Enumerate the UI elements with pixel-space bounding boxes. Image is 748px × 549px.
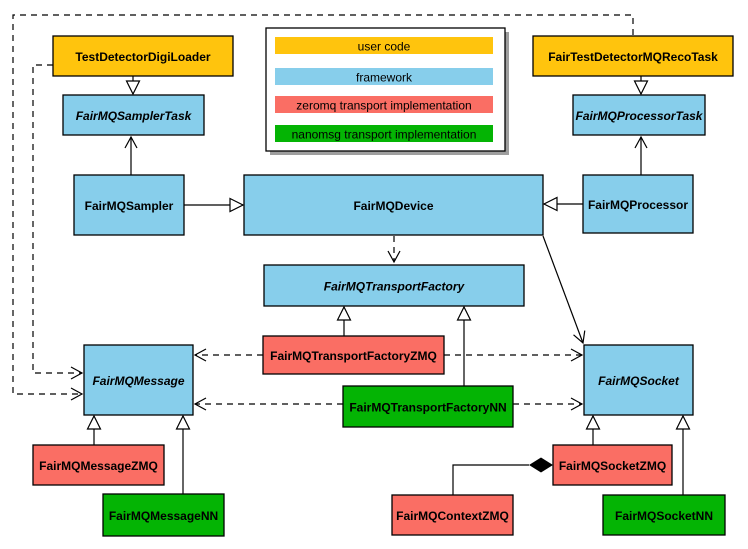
fairmqsamplertask-box — [62, 94, 205, 136]
fairmqsamplertask-label: FairMQSamplerTask — [76, 109, 193, 123]
fairmqprocessor-box — [582, 174, 694, 234]
fairmqdevice-label: FairMQDevice — [353, 199, 433, 213]
edge-composition-contextzmq-socketzmq — [452, 464, 529, 495]
fairmqtransportfactoryzmq-box — [262, 335, 445, 375]
fairmqmessage-label: FairMQMessage — [92, 374, 184, 388]
fairmqcontextzmq-label: FairMQContextZMQ — [396, 509, 509, 523]
composition-diamond-icon — [529, 457, 553, 473]
fairmqtransportfactorynn-label: FairMQTransportFactoryNN — [349, 401, 506, 415]
node-fairmqsampler: FairMQSampler — [73, 174, 185, 236]
node-fairtestdetectormqrecotask: FairTestDetectorMQRecoTask — [532, 35, 734, 77]
fairmqmessagezmq-label: FairMQMessageZMQ — [39, 459, 158, 473]
testdetectordigiloader-label: TestDetectorDigiLoader — [75, 50, 210, 64]
edges — [12, 14, 691, 495]
node-fairmqsocketnn: FairMQSocketNN — [602, 494, 726, 536]
legend-label-zeromq: zeromq transport implementation — [296, 99, 471, 113]
fairmqtransportfactory-box — [263, 264, 525, 307]
fairmqsampler-label: FairMQSampler — [85, 199, 174, 213]
legend: user code framework zeromq transport imp… — [265, 27, 509, 155]
legend-swatch-nanomsg — [275, 125, 493, 142]
fairmqmessagezmq-box — [32, 444, 165, 486]
nodes: TestDetectorDigiLoader FairTestDetectorM… — [32, 35, 734, 537]
node-fairmqtransportfactoryzmq: FairMQTransportFactoryZMQ — [262, 335, 445, 375]
node-fairmqtransportfactory: FairMQTransportFactory — [263, 264, 525, 307]
node-fairmqtransportfactorynn: FairMQTransportFactoryNN — [342, 385, 514, 428]
legend-label-user-code: user code — [358, 40, 411, 54]
legend-swatch-framework — [275, 68, 493, 85]
node-fairmqdevice: FairMQDevice — [243, 174, 544, 236]
fairmqprocessor-label: FairMQProcessor — [588, 198, 688, 212]
fairmqdevice-box — [243, 174, 544, 236]
edge-association-device-socket — [542, 235, 586, 345]
legend-label-nanomsg: nanomsg transport implementation — [292, 128, 477, 142]
fairmqprocessortask-box — [572, 94, 706, 136]
node-fairmqsamplertask: FairMQSamplerTask — [62, 94, 205, 136]
fairmqtransportfactoryzmq-label: FairMQTransportFactoryZMQ — [270, 349, 437, 363]
legend-swatch-user-code — [275, 37, 493, 54]
fairtestdetectormqrecotask-box — [532, 35, 734, 77]
edge-dependency-recotask-message — [12, 14, 634, 401]
fairmqtransportfactory-label: FairMQTransportFactory — [324, 280, 466, 294]
node-fairmqmessagenn: FairMQMessageNN — [102, 493, 225, 537]
edge-dependency-digiloader-message — [32, 64, 84, 380]
fairmqprocessortask-label: FairMQProcessorTask — [576, 109, 704, 123]
fairmqmessagenn-box — [102, 493, 225, 537]
fairmqsocket-box — [583, 344, 694, 416]
node-fairmqsocketzmq: FairMQSocketZMQ — [552, 444, 673, 486]
node-fairmqmessagezmq: FairMQMessageZMQ — [32, 444, 165, 486]
fairmqcontextzmq-box — [391, 494, 514, 536]
node-fairmqprocessortask: FairMQProcessorTask — [572, 94, 706, 136]
fairmqmessage-box — [83, 344, 194, 416]
fairmqsocketzmq-label: FairMQSocketZMQ — [559, 459, 666, 473]
node-fairmqsocket: FairMQSocket — [583, 344, 694, 416]
fairmqtransportfactorynn-box — [342, 385, 514, 428]
fairmqsocketnn-label: FairMQSocketNN — [615, 509, 713, 523]
fairmqsampler-box — [73, 174, 185, 236]
fairtestdetectormqrecotask-label: FairTestDetectorMQRecoTask — [548, 50, 718, 64]
node-fairmqcontextzmq: FairMQContextZMQ — [391, 494, 514, 536]
testdetectordigiloader-box — [52, 35, 234, 77]
node-fairmqmessage: FairMQMessage — [83, 344, 194, 416]
legend-label-framework: framework — [356, 71, 413, 85]
node-fairmqprocessor: FairMQProcessor — [582, 174, 694, 234]
fairmqsocketnn-box — [602, 494, 726, 536]
fairmqsocket-label: FairMQSocket — [598, 374, 680, 388]
node-testdetectordigiloader: TestDetectorDigiLoader — [52, 35, 234, 77]
fairmqmessagenn-label: FairMQMessageNN — [109, 509, 218, 523]
legend-swatch-zeromq — [275, 96, 493, 113]
fairmqsocketzmq-box — [552, 444, 673, 486]
